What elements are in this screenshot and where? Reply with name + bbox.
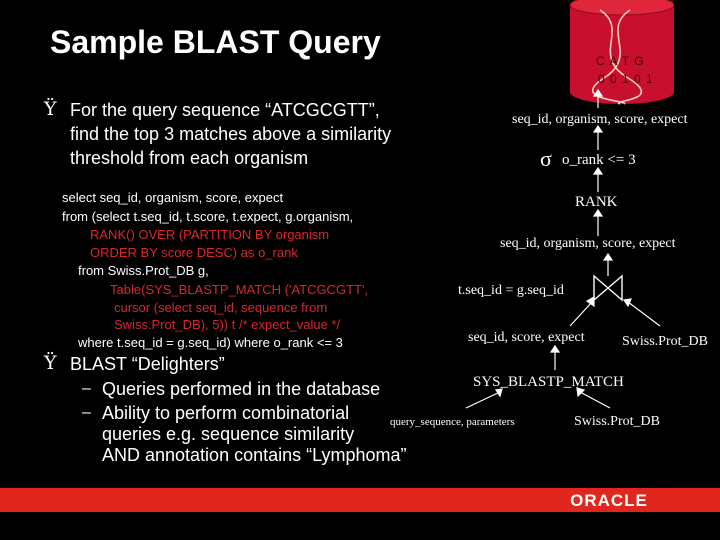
plan-rank: RANK bbox=[575, 194, 618, 211]
plan-edge bbox=[580, 392, 610, 408]
arrowhead bbox=[551, 346, 559, 352]
plan-match-function: SYS_BLASTP_MATCH bbox=[473, 374, 624, 391]
plan-match-table: Swiss.Prot_DB bbox=[574, 414, 660, 430]
plan-join-condition: t.seq_id = g.seq_id bbox=[458, 283, 564, 299]
arrowhead bbox=[604, 254, 612, 260]
arrowhead bbox=[624, 299, 631, 306]
plan-match-args: query_sequence, parameters bbox=[390, 416, 515, 428]
plan-right-table: Swiss.Prot_DB bbox=[622, 334, 708, 350]
plan-selection: o_rank <= 3 bbox=[562, 152, 636, 169]
oracle-logo: ORACLE bbox=[558, 490, 660, 510]
svg-text:ORACLE: ORACLE bbox=[570, 491, 648, 510]
arrowhead bbox=[594, 90, 602, 96]
sigma-icon: σ bbox=[540, 150, 552, 168]
plan-mid-projection: seq_id, organism, score, expect bbox=[500, 236, 675, 252]
plan-top-projection: seq_id, organism, score, expect bbox=[512, 112, 687, 128]
arrowhead bbox=[587, 297, 594, 306]
plan-left-projection: seq_id, score, expect bbox=[468, 330, 585, 346]
join-bowtie-icon bbox=[594, 276, 622, 300]
plan-edge bbox=[466, 392, 500, 408]
plan-edge bbox=[628, 302, 660, 326]
plan-edge bbox=[570, 302, 592, 326]
